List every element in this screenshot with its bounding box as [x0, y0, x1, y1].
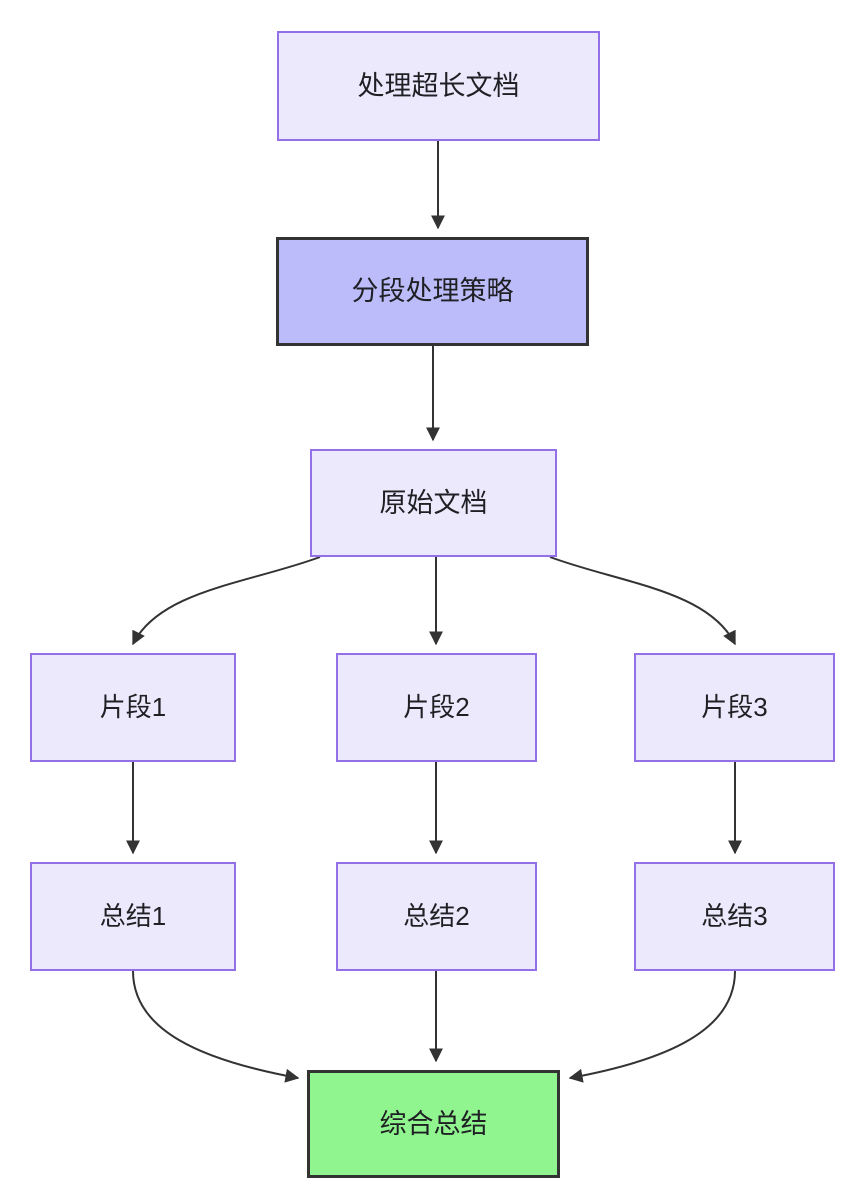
node-label: 原始文档 — [379, 487, 488, 518]
node-process-long-document[interactable]: 处理超长文档 — [277, 31, 600, 141]
node-comprehensive-summary[interactable]: 综合总结 — [307, 1070, 560, 1178]
node-label: 总结2 — [403, 900, 470, 931]
node-label: 片段2 — [403, 691, 470, 722]
edge-n3-n6 — [549, 556, 736, 646]
node-summary-1[interactable]: 总结1 — [30, 862, 236, 971]
node-fragment-1[interactable]: 片段1 — [30, 653, 236, 762]
node-original-document[interactable]: 原始文档 — [310, 449, 557, 557]
node-label: 总结3 — [701, 900, 768, 931]
node-summary-2[interactable]: 总结2 — [336, 862, 537, 971]
node-summary-3[interactable]: 总结3 — [634, 862, 835, 971]
node-fragment-2[interactable]: 片段2 — [336, 653, 537, 762]
node-label: 片段1 — [99, 691, 167, 722]
node-fragment-3[interactable]: 片段3 — [634, 653, 835, 762]
node-label: 处理超长文档 — [357, 70, 520, 101]
node-label: 综合总结 — [379, 1108, 488, 1139]
node-label: 片段3 — [701, 691, 768, 722]
node-chunking-strategy[interactable]: 分段处理策略 — [276, 237, 589, 346]
node-label: 总结1 — [99, 900, 167, 931]
edge-n7-n10 — [132, 970, 300, 1083]
node-label: 分段处理策略 — [351, 276, 514, 307]
edge-n3-n4 — [132, 556, 321, 646]
edge-n9-n10 — [568, 970, 736, 1083]
